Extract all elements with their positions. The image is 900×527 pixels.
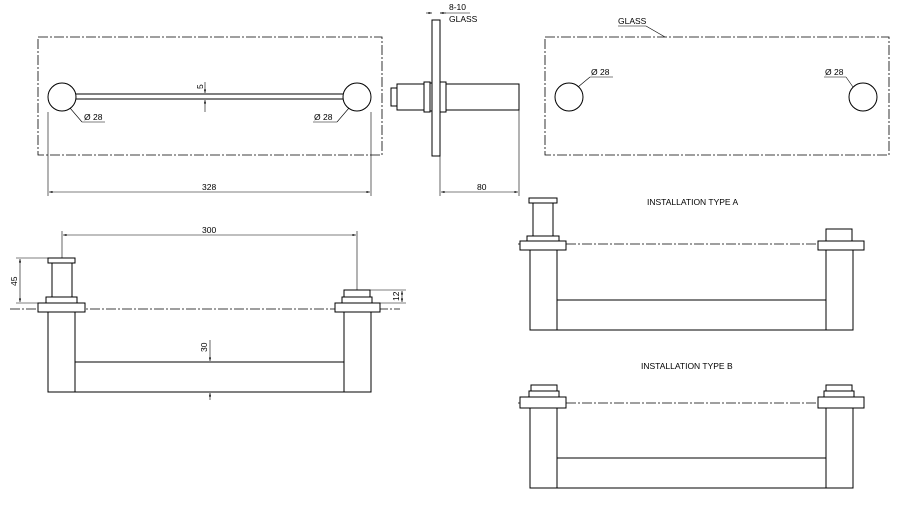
- install-a-label: INSTALLATION TYPE A: [647, 197, 738, 207]
- right-dia-text: Ø 28: [314, 112, 333, 122]
- install-a-left-washer: [526, 235, 560, 242]
- right-dia-leader: [336, 107, 350, 123]
- front-view: 5 Ø 28 Ø 28 328: [37, 36, 383, 196]
- right-knob-cap: [343, 289, 371, 298]
- install-b-left-cap: [530, 384, 558, 392]
- right-knob-washer: [341, 296, 373, 304]
- left-leg: [47, 311, 76, 393]
- projection-text: 80: [477, 182, 487, 192]
- left-post-body: [51, 262, 73, 298]
- install-b-right-leg: [825, 407, 854, 489]
- glass-label: GLASS: [618, 16, 647, 26]
- left-dia-leader: [69, 107, 83, 123]
- knob-washer: [423, 81, 431, 113]
- rod-dia-text: 5: [195, 84, 205, 89]
- back-washer: [439, 81, 447, 113]
- center-distance-text: 300: [202, 225, 216, 235]
- knob-gasket: [429, 82, 433, 112]
- right-glass-plate: [334, 302, 381, 313]
- right-leg: [343, 311, 372, 393]
- install-a-left-cap: [528, 197, 558, 204]
- glass-thickness-value: 8-10: [449, 2, 466, 12]
- right-knob: [342, 82, 372, 112]
- install-b-right-cap: [825, 384, 853, 392]
- knob-cap: [390, 87, 398, 107]
- hole-right-leader: [845, 76, 854, 88]
- knob-body: [396, 83, 425, 111]
- install-a-right-plate: [817, 240, 865, 251]
- left-glass-plate: [37, 302, 86, 313]
- left-dia-text: Ø 28: [84, 112, 103, 122]
- glass-label-leader: [645, 25, 666, 38]
- install-a-right-leg: [825, 249, 854, 331]
- side-view: 8-10 GLASS 80: [390, 2, 520, 196]
- glass-drilling-view: Ø 28 Ø 28 GLASS: [544, 16, 890, 156]
- install-b-left-plate: [519, 396, 567, 409]
- glass-outline-right: [544, 36, 890, 156]
- install-a-left-plate: [519, 240, 567, 251]
- install-b-label: INSTALLATION TYPE B: [641, 361, 733, 371]
- elevation-view: 300 45 12 30: [9, 225, 406, 400]
- install-b-left-leg: [529, 407, 558, 489]
- glass-thickness-label: GLASS: [449, 14, 478, 24]
- height-text: 45: [9, 276, 19, 286]
- install-a-left-post: [532, 202, 554, 237]
- installation-b: INSTALLATION TYPE B: [518, 361, 865, 489]
- install-b-right-washer: [823, 390, 855, 398]
- hole-left-leader: [577, 76, 591, 88]
- hole-right: [848, 82, 878, 112]
- install-a-left-leg: [529, 249, 558, 331]
- overall-length-text: 328: [202, 182, 216, 192]
- rail-dia-text: 30: [199, 342, 209, 352]
- glass-section: [431, 19, 441, 157]
- install-b-left-washer: [528, 390, 560, 398]
- hole-left-text: Ø 28: [591, 67, 610, 77]
- left-post-cap: [47, 257, 76, 264]
- bar-profile: [445, 83, 520, 111]
- left-knob: [47, 82, 77, 112]
- install-a-right-cap: [825, 228, 853, 242]
- hole-left: [554, 82, 584, 112]
- glass-panel-outline: [37, 36, 383, 156]
- installation-a: INSTALLATION TYPE A: [518, 197, 865, 331]
- left-post-washer: [45, 296, 78, 304]
- hole-right-text: Ø 28: [825, 67, 844, 77]
- install-b-right-plate: [817, 396, 865, 409]
- knob-height-text: 12: [391, 291, 401, 301]
